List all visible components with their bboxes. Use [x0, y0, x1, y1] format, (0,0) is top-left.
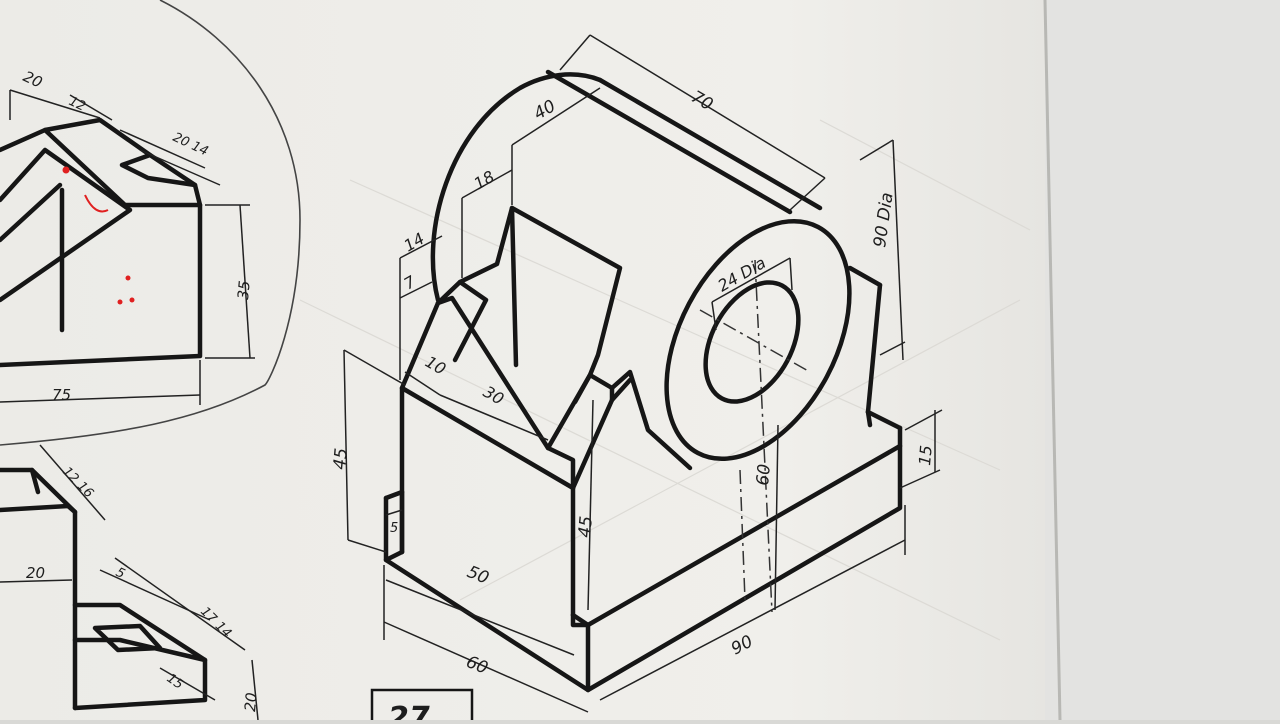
dim-60-vert-label: 60	[753, 463, 775, 486]
tl-dim-75-label: 75	[52, 386, 71, 404]
bl-dim-20-label: 20	[26, 564, 45, 582]
dim-45-mid-label: 45	[575, 515, 597, 538]
figure-number: 27	[388, 701, 430, 720]
bl-dim-20-vert-label: 20	[241, 692, 261, 713]
tl-dim-35-label: 35	[234, 280, 254, 301]
dimension-lines	[343, 34, 943, 713]
tl-dim-12-label: 12	[66, 94, 87, 115]
page-gutter	[1043, 0, 1062, 721]
dim-15-label: 15	[915, 444, 936, 466]
dim-5-label: 5	[390, 521, 398, 536]
figure-number-box: 27	[370, 688, 474, 724]
centre-lines	[699, 259, 811, 613]
upright-body	[399, 205, 883, 618]
dim-45-left-label: 45	[330, 447, 352, 470]
page-right	[1045, 0, 1280, 720]
